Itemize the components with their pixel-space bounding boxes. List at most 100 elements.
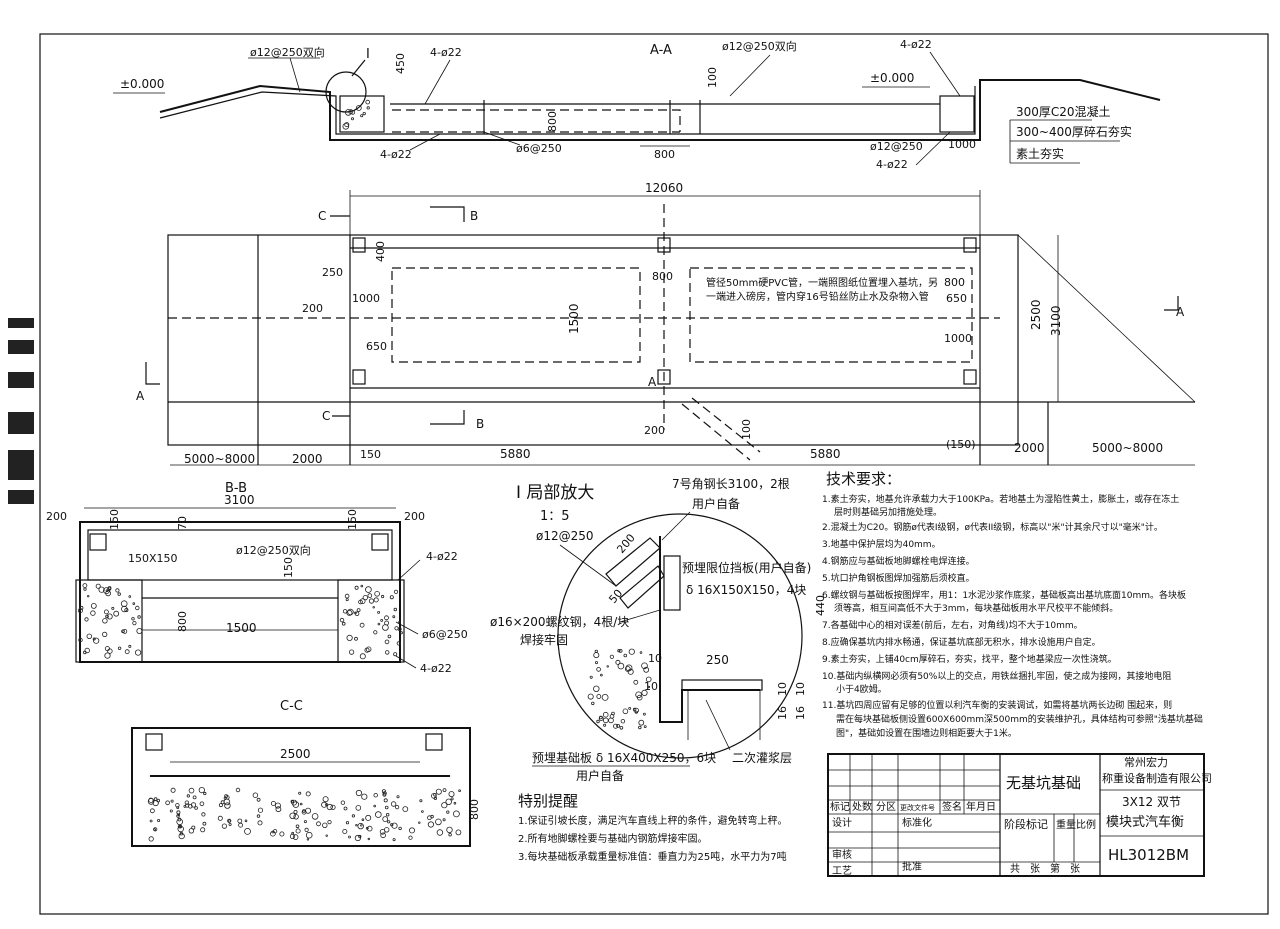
hatch-dot	[392, 838, 396, 842]
hatch-dot	[389, 595, 394, 600]
dim-800-top-plan: 800	[652, 270, 673, 283]
hatch-dot	[377, 622, 381, 626]
hatch-dot	[641, 662, 648, 670]
hatch-dot	[256, 814, 261, 818]
hatch-dot	[595, 661, 599, 665]
hatch-dot	[342, 123, 350, 130]
hatch-dot	[617, 649, 621, 653]
hatch-dot	[348, 835, 351, 839]
hatch-dot	[598, 716, 604, 721]
hatch-dot	[237, 818, 243, 824]
hatch-dot	[647, 685, 651, 689]
technical-requirements: 技术要求： 1.素土夯实，地基允许承载力大于100KPa。若地基土为湿陷性黄土，…	[822, 470, 1203, 739]
concrete-hatch	[77, 99, 652, 842]
hatch-dot	[86, 633, 92, 639]
tech-title: 技术要求：	[826, 470, 901, 488]
hatch-dot	[257, 807, 264, 813]
stirrup-bb: ø6@250	[422, 628, 468, 641]
hatch-dot	[398, 826, 402, 831]
hatch-dot	[132, 620, 137, 626]
hatch-dot	[113, 610, 120, 617]
dim-250-plan: 250	[322, 266, 343, 279]
dim-800-right-plan: 800	[944, 276, 965, 289]
tb-row-process: 工艺	[832, 865, 852, 877]
hatch-dot	[344, 122, 350, 128]
hatch-dot	[365, 99, 371, 105]
hatch-dot	[121, 605, 128, 613]
tb-header: 更改文件号	[900, 803, 935, 812]
hatch-dot	[136, 628, 143, 635]
hatch-dot	[83, 587, 87, 591]
remind-item: 1.保证引坡长度，满足汽车直线上秤的条件，避免转弯上秤。	[518, 814, 788, 827]
hatch-dot	[348, 649, 355, 655]
section-mark-c-bottom: C	[322, 409, 330, 423]
hatch-dot	[591, 701, 595, 706]
hatch-dot	[368, 598, 375, 604]
hatch-dot	[190, 802, 197, 808]
section-mark-b-top: B	[470, 209, 478, 223]
hatch-dot	[603, 723, 607, 727]
grout-layer: 二次灌浆层	[732, 750, 792, 765]
hatch-dot	[104, 609, 109, 615]
tb-row-review: 审核	[832, 848, 852, 861]
detail-i: I 局部放大 1：5 7号角钢长3100，2根 用户自备 ø12@250 200…	[490, 477, 827, 783]
section-aa-title: A-A	[650, 43, 672, 58]
hatch-dot	[408, 835, 413, 840]
hatch-dot	[377, 611, 381, 614]
hatch-dot	[203, 791, 207, 796]
hatch-dot	[441, 802, 448, 809]
dim-200-pipe: 200	[644, 424, 665, 437]
hatch-dot	[633, 679, 639, 685]
hatch-dot	[157, 819, 161, 823]
hatch-dot	[270, 830, 276, 837]
hatch-dot	[122, 629, 128, 634]
hatch-dot	[609, 714, 615, 719]
tech-item: 小于4欧姆。	[836, 683, 887, 695]
hatch-dot	[128, 644, 132, 648]
dim-5880-a: 5880	[500, 447, 531, 461]
hatch-dot	[364, 647, 370, 653]
hatch-dot	[177, 825, 184, 833]
hatch-dot	[342, 829, 348, 835]
hatch-dot	[638, 719, 645, 726]
tech-item: 1.素土夯实，地基允许承载力大于100KPa。若地基土为湿陷性黄土，膨胀土，或存…	[822, 493, 1179, 505]
hatch-dot	[632, 707, 637, 712]
rebar-detail: ø12@250	[536, 529, 594, 543]
hatch-dot	[304, 827, 309, 833]
stop-plate: 预埋限位挡板(用户自备)	[682, 560, 811, 575]
hatch-dot	[170, 787, 176, 793]
bar-top-bb: 4-ø22	[426, 550, 458, 563]
hatch-dot	[442, 818, 446, 822]
dim-2500-cc: 2500	[280, 747, 311, 761]
hatch-dot	[366, 825, 373, 832]
hatch-dot	[455, 829, 462, 836]
section-cc-title: C-C	[280, 699, 303, 714]
hatch-dot	[198, 786, 205, 794]
hatch-dot	[170, 799, 174, 803]
hatch-dot	[290, 799, 294, 804]
hatch-dot	[421, 810, 424, 813]
tb-header: 签名	[942, 800, 962, 813]
hatch-dot	[303, 820, 307, 824]
hatch-dot	[104, 646, 110, 652]
hatch-dot	[387, 820, 391, 824]
hatch-dot	[175, 803, 180, 808]
detail-i-title: I 局部放大	[516, 483, 594, 503]
angle-steel: 7号角钢长3100，2根	[672, 477, 790, 491]
tech-item: 9.素土夯实，上铺40cm厚碎石，夯实，找平，整个地基梁应一次性浇筑。	[822, 653, 1117, 665]
hatch-dot	[382, 791, 387, 796]
hatch-dot	[194, 806, 198, 810]
hatch-dot	[393, 607, 397, 612]
dim-50-detail: 50	[606, 587, 625, 606]
hatch-dot	[221, 823, 227, 829]
tb-sheets: 共 张 第 张	[1010, 862, 1080, 875]
hatch-dot	[596, 719, 600, 724]
hatch-dot	[402, 806, 409, 812]
hatch-dot	[98, 586, 105, 593]
hatch-dot	[78, 637, 83, 643]
hatch-dot	[355, 789, 362, 797]
dim-100: 100	[706, 67, 719, 88]
hatch-dot	[274, 802, 281, 809]
hatch-dot	[373, 804, 377, 808]
tech-item: 须等高，相互间高低不大于3mm，每块基础板用水平尺校平不能倾斜。	[834, 602, 1118, 614]
